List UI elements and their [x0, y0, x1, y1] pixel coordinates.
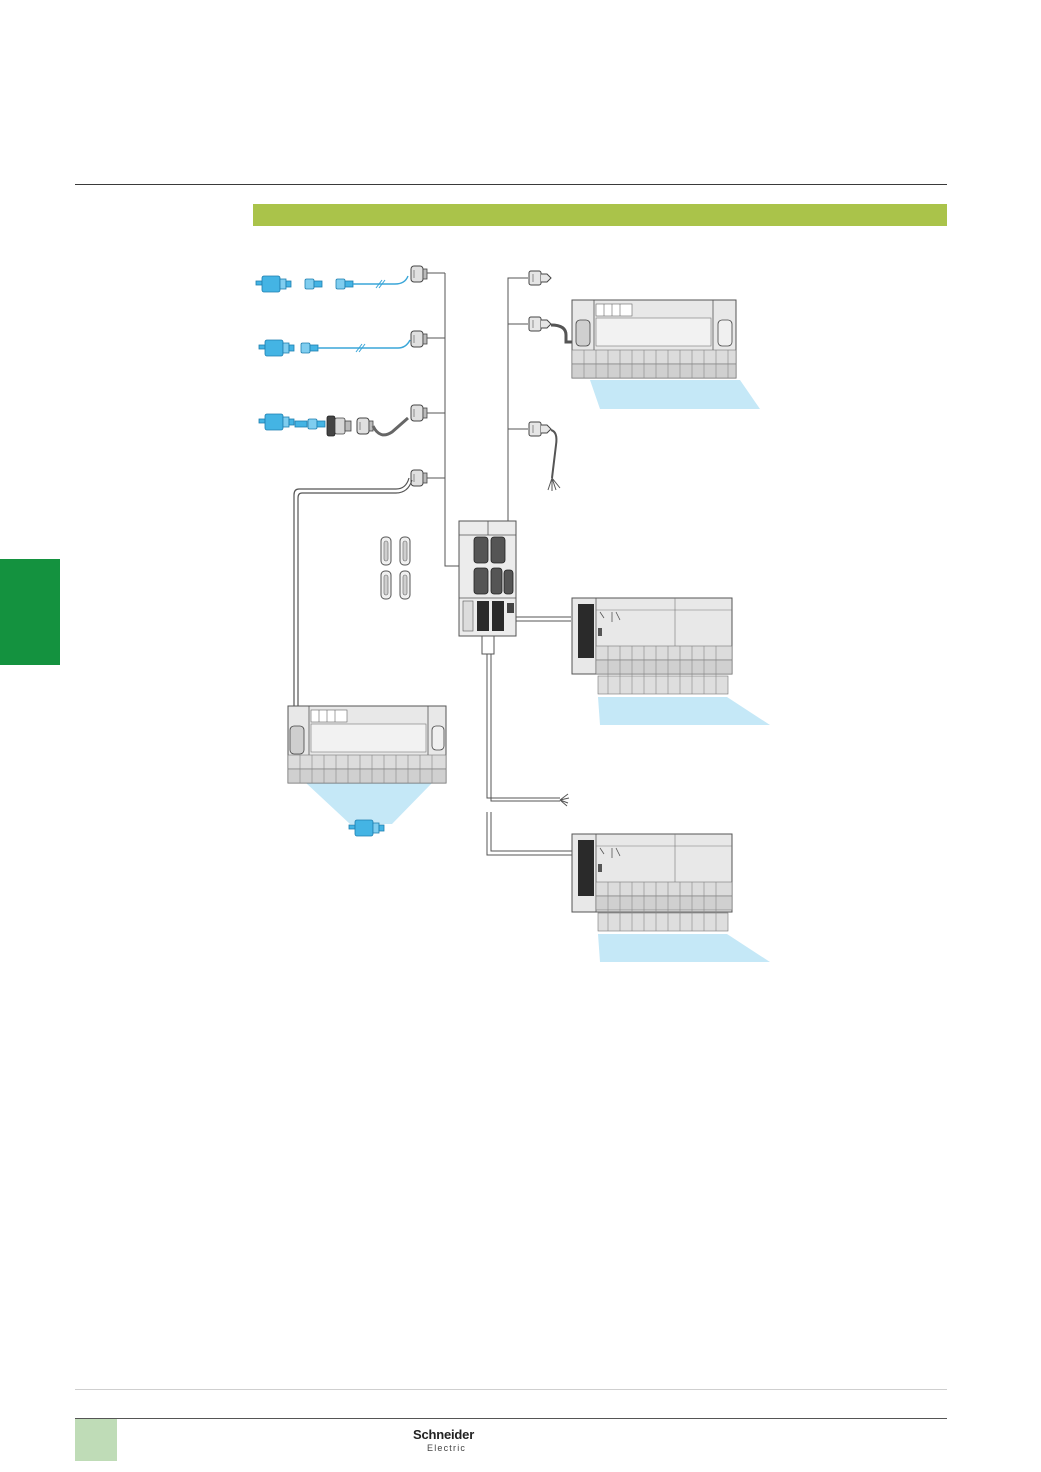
sub-d-connector-icon	[410, 469, 428, 487]
flying-leads-icon	[559, 793, 570, 807]
cable-connector-icon	[307, 418, 326, 430]
bottom-right-module	[571, 833, 770, 962]
cable-connector-icon	[304, 278, 323, 290]
top-rule	[75, 184, 947, 185]
rotary-encoder-icon	[255, 275, 292, 293]
brand-sub: Electric	[427, 1443, 467, 1453]
sub-d-connector-icon	[380, 536, 392, 566]
bottom-rule	[75, 1418, 947, 1419]
top-right-module	[571, 299, 760, 409]
left-bus-line	[444, 273, 462, 567]
brand-name: Schneider	[413, 1427, 475, 1442]
sub-d-connector-icon	[410, 330, 428, 348]
page-tab	[75, 1419, 117, 1461]
right-bus-line	[507, 277, 528, 521]
rotary-encoder-icon	[258, 339, 295, 357]
sub-d-connector-icon	[528, 421, 552, 437]
spare-connectors	[380, 536, 411, 600]
sub-d-connector-icon	[399, 570, 411, 600]
sub-d-connector-icon	[410, 265, 428, 283]
sub-d-connector-icon	[528, 270, 552, 286]
bottom-rule-light	[75, 1389, 947, 1390]
encoder-link-1	[255, 265, 445, 293]
rotary-encoder-icon	[258, 413, 295, 431]
lower-left-module	[287, 705, 447, 824]
sub-d-connector-icon	[380, 570, 392, 600]
long-cable-link	[293, 469, 445, 728]
sub-d-connector-icon	[356, 417, 374, 435]
encoder-link-3	[258, 404, 445, 437]
chapter-tab	[0, 559, 60, 665]
brand-logo: Schneider Electric	[413, 1428, 493, 1458]
sub-d-connector-icon	[399, 536, 411, 566]
sub-d-connector-icon	[410, 404, 428, 422]
middle-right-module	[571, 597, 770, 725]
encoder-link-2	[258, 330, 445, 357]
title-band	[253, 204, 947, 226]
flying-leads-icon	[547, 477, 561, 492]
cable-connector-icon	[335, 278, 354, 290]
sub-d-connector-icon	[528, 316, 552, 332]
cable-connector-icon	[300, 342, 319, 354]
central-module	[458, 520, 517, 655]
